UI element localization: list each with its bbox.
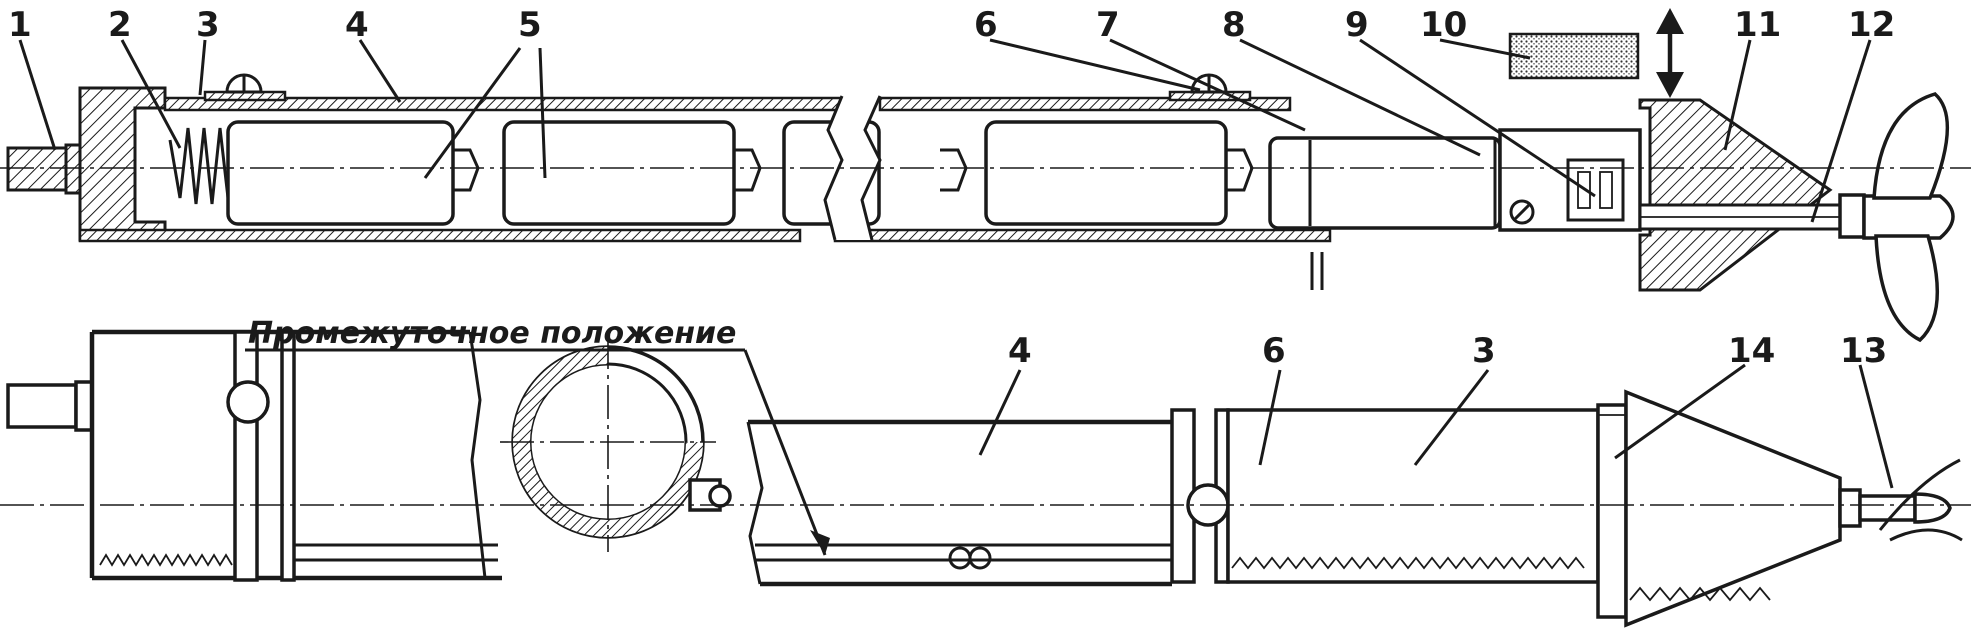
movement-arrow [1656, 8, 1684, 98]
label-1: 1 [8, 5, 32, 45]
hull-bottom-wall [78, 228, 802, 243]
section-view [0, 8, 1971, 343]
battery-1 [226, 120, 455, 226]
tail-cone-exterior [1624, 389, 1842, 628]
part-numbers-top: 1 2 3 4 5 6 7 8 9 10 11 12 [8, 5, 1895, 45]
propeller-blade-up [1872, 92, 1950, 200]
label-13-bottom: 13 [1840, 331, 1887, 371]
label-4-bottom: 4 [1008, 331, 1032, 371]
propeller-exterior [1913, 492, 1952, 524]
hull-right-segment [1226, 408, 1600, 584]
propeller-hub [1862, 194, 1955, 240]
magnet [1508, 32, 1640, 80]
motor [1268, 136, 1502, 230]
screw-head-left-bottom [226, 380, 270, 424]
tail-cone [1638, 98, 1833, 292]
screw-head-left [225, 73, 263, 94]
threaded-stub [6, 146, 70, 192]
label-10: 10 [1420, 5, 1467, 45]
leader-lines [18, 38, 1894, 556]
rear-stub [6, 383, 78, 429]
propeller-blade-down [1874, 234, 1940, 343]
label-7: 7 [1096, 5, 1120, 45]
label-9: 9 [1345, 5, 1369, 45]
label-8: 8 [1222, 5, 1246, 45]
adjust-screw [1509, 199, 1535, 225]
label-6-bottom: 6 [1262, 331, 1286, 371]
intermediate-position-caption: Промежуточное положение [248, 316, 736, 351]
battery-4 [984, 120, 1228, 226]
rear-cap [78, 86, 167, 242]
label-12: 12 [1848, 5, 1895, 45]
label-2: 2 [108, 5, 132, 45]
reed-switch [1566, 158, 1625, 222]
label-4: 4 [345, 5, 369, 45]
label-11: 11 [1734, 5, 1781, 45]
label-14-bottom: 14 [1728, 331, 1775, 371]
label-3-bottom: 3 [1472, 331, 1496, 371]
screw-head-right [1190, 73, 1228, 94]
label-6: 6 [974, 5, 998, 45]
hull-left-segment [92, 332, 502, 572]
label-3: 3 [196, 5, 220, 45]
spring [168, 127, 236, 205]
part-numbers-bottom: 4 6 3 14 13 [1008, 331, 1887, 371]
cone-base-ring [1596, 403, 1628, 619]
battery-2 [502, 120, 736, 226]
label-5: 5 [518, 5, 542, 45]
exterior-view [0, 329, 1971, 628]
hull-middle-segment [748, 422, 1168, 582]
hull-cross-section [500, 335, 732, 552]
